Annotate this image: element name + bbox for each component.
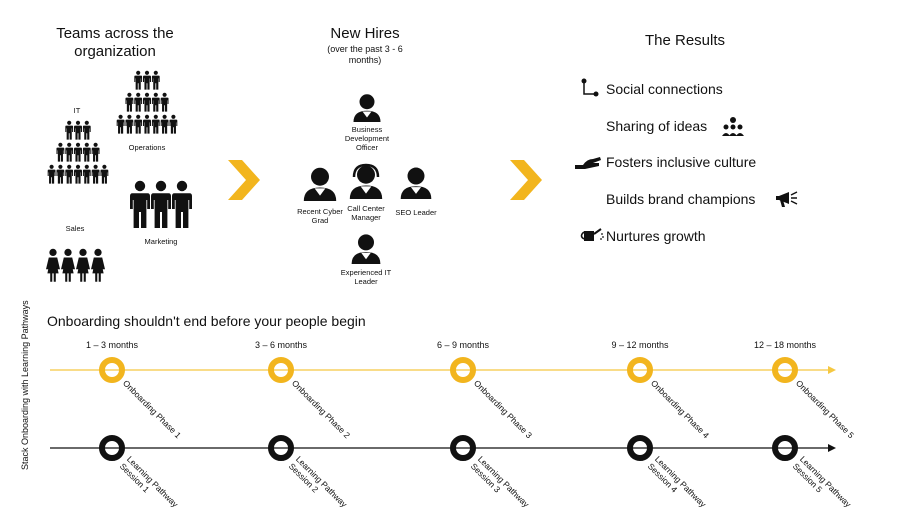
marketing-label: Marketing [144, 237, 178, 246]
onboarding-node [772, 357, 798, 383]
people-network-icon [722, 117, 744, 136]
period-label: 6 – 9 months [436, 340, 490, 350]
learning-node [627, 435, 653, 461]
period-label: 3 – 6 months [254, 340, 308, 350]
cyber-grad-label: Recent Cyber Grad [297, 207, 343, 225]
results-title: The Results [644, 32, 726, 49]
connection-icon [581, 78, 599, 97]
timeline-title: Onboarding shouldn't end before your peo… [47, 313, 366, 329]
chevron-right-icon [510, 160, 542, 200]
hires-title: New Hires [330, 25, 400, 42]
onboarding-node [627, 357, 653, 383]
call-center-label: Call Center Manager [347, 204, 385, 222]
result-sharing-ideas: Sharing of ideas [606, 118, 708, 134]
chevron-right-icon [228, 160, 260, 200]
operations-label: Operations [128, 143, 166, 152]
period-label: 9 – 12 months [611, 340, 669, 350]
learning-axis-arrow [828, 444, 836, 452]
headset-icon [349, 163, 383, 199]
learning-node [450, 435, 476, 461]
megaphone-icon [776, 191, 798, 207]
onboarding-node [450, 357, 476, 383]
watering-can-icon [580, 228, 604, 241]
it-label: IT [73, 106, 81, 115]
learning-node [268, 435, 294, 461]
learning-node [99, 435, 125, 461]
onboarding-axis-arrow [828, 366, 836, 374]
result-nurtures-growth: Nurtures growth [606, 228, 706, 244]
onboarding-node [99, 357, 125, 383]
onboarding-node [268, 357, 294, 383]
result-social-connections: Social connections [606, 81, 723, 97]
sales-label: Sales [65, 224, 85, 233]
result-inclusive-culture: Fosters inclusive culture [606, 154, 757, 170]
learning-node [772, 435, 798, 461]
hand-icon [575, 157, 601, 169]
it-leader-label: Experienced IT Leader [340, 268, 392, 286]
result-brand-champions: Builds brand champions [606, 191, 756, 207]
period-label: 12 – 18 months [753, 340, 817, 350]
hires-subtitle: (over the past 3 - 6 months) [327, 44, 403, 65]
bdo-label: Business Development Officer [344, 125, 390, 152]
seo-leader-label: SEO Leader [395, 208, 437, 217]
teams-title: Teams across the organization [56, 25, 174, 60]
period-label: 1 – 3 months [85, 340, 139, 350]
